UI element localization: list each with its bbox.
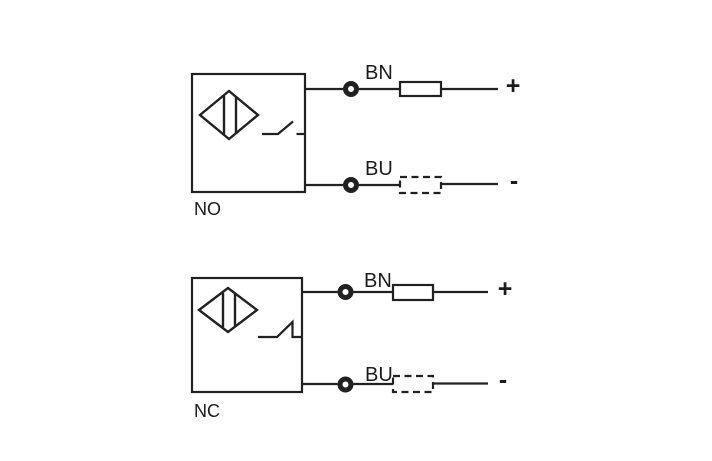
wire-label-bn: BN	[365, 62, 393, 84]
contact-type-label-no: NO	[194, 199, 221, 219]
no-contact-icon	[262, 120, 305, 136]
load-resistor-symbol	[398, 80, 443, 98]
sensor-body	[190, 276, 304, 394]
no-circuit-diagram	[190, 72, 498, 195]
load-resistor-symbol	[391, 283, 435, 302]
wire-label-bu: BU	[365, 158, 393, 180]
nc-circuit-diagram	[190, 276, 488, 394]
sensor-diamond	[198, 89, 260, 141]
wire-label-bn: BN	[364, 270, 392, 292]
inductive-sensor-icon	[198, 89, 260, 141]
nc-contact-icon	[258, 319, 302, 339]
load-dashed-symbol	[391, 374, 435, 394]
wire-label-bu: BU	[365, 364, 393, 386]
sensor-diamond	[197, 286, 259, 334]
terminal-negative: -	[498, 366, 508, 394]
wire-terminal-connector	[343, 81, 359, 97]
terminal-negative: -	[509, 167, 519, 195]
wire-terminal-connector	[337, 284, 354, 300]
terminal-positive: +	[497, 275, 513, 303]
wire-terminal-connector	[337, 376, 354, 393]
sensor-body	[190, 72, 307, 194]
load-dashed-symbol	[398, 175, 443, 195]
terminal-positive: +	[505, 72, 521, 100]
wire-terminal-connector	[343, 177, 359, 193]
inductive-sensor-icon	[197, 286, 259, 334]
contact-type-label-nc: NC	[194, 401, 220, 421]
no-contact-blade	[262, 120, 294, 136]
